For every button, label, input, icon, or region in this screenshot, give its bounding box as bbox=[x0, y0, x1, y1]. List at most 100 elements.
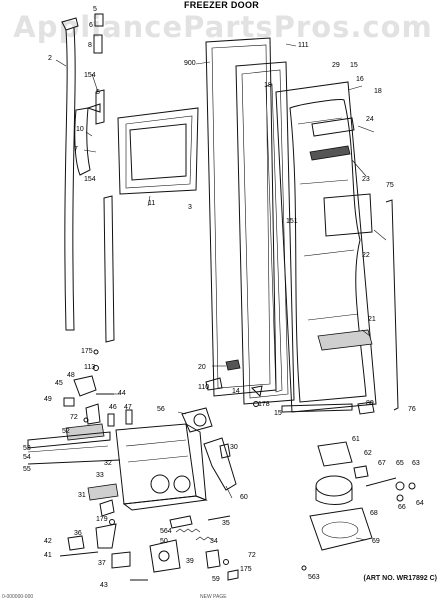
callout-154b: 154 bbox=[84, 176, 96, 183]
part-52-55-bracket bbox=[27, 423, 121, 465]
callout-30: 30 bbox=[230, 444, 238, 451]
callout-22: 22 bbox=[362, 252, 370, 259]
callout-175b: 175 bbox=[240, 566, 252, 573]
callout-21: 21 bbox=[368, 316, 376, 323]
part-24-23-shelves bbox=[309, 117, 355, 161]
callout-60: 60 bbox=[240, 494, 248, 501]
callout-563: 563 bbox=[308, 574, 320, 581]
callout-11: 11 bbox=[148, 200, 156, 207]
callout-64: 64 bbox=[416, 500, 424, 507]
callout-56: 56 bbox=[157, 406, 165, 413]
part-11-dispenser-frame bbox=[117, 107, 199, 195]
callout-179: 179 bbox=[96, 516, 108, 523]
callout-151: 151 bbox=[286, 218, 298, 225]
callout-154a: 154 bbox=[84, 72, 96, 79]
callout-54: 54 bbox=[23, 454, 31, 461]
callout-59: 59 bbox=[212, 576, 220, 583]
part-5-6-8-clips bbox=[93, 13, 105, 125]
callout-5: 5 bbox=[93, 6, 97, 13]
callout-6: 6 bbox=[89, 22, 93, 29]
part-46-47-72 bbox=[83, 409, 133, 427]
watermark: AppliancePartsPros.com bbox=[13, 10, 433, 44]
callout-36: 36 bbox=[74, 530, 82, 537]
diagram-title: FREEZER DOOR bbox=[183, 0, 260, 10]
door-liner bbox=[275, 81, 377, 413]
callout-47: 47 bbox=[124, 404, 132, 411]
callout-55: 55 bbox=[23, 466, 31, 473]
callout-34: 34 bbox=[210, 538, 218, 545]
part-68-motor bbox=[315, 475, 353, 505]
callout-80: 80 bbox=[366, 400, 374, 407]
callout-67: 67 bbox=[378, 460, 386, 467]
dispenser-housing bbox=[115, 423, 208, 511]
callout-50: 50 bbox=[160, 538, 168, 545]
part-30-screw bbox=[219, 443, 231, 459]
part-75-rod bbox=[385, 199, 399, 411]
part-34-35-springs bbox=[175, 515, 231, 541]
part-61-67-crusher bbox=[317, 441, 416, 502]
callout-3: 3 bbox=[188, 204, 192, 211]
callout-20: 20 bbox=[198, 364, 206, 371]
part-20-110-14-178 bbox=[205, 359, 263, 407]
part-69-housing bbox=[309, 507, 373, 551]
callout-72b: 72 bbox=[248, 552, 256, 559]
callout-15a: 15 bbox=[350, 62, 358, 69]
callout-72a: 72 bbox=[70, 414, 78, 421]
callout-45: 45 bbox=[55, 380, 63, 387]
callout-46: 46 bbox=[109, 404, 117, 411]
callout-10: 10 bbox=[76, 126, 84, 133]
part-900-door-panel bbox=[205, 37, 277, 397]
callout-42: 42 bbox=[44, 538, 52, 545]
part-21-shelf bbox=[317, 329, 373, 351]
callout-66: 66 bbox=[398, 504, 406, 511]
part-22-cover bbox=[323, 193, 373, 237]
part-175-113-screws bbox=[93, 349, 99, 371]
callout-2: 2 bbox=[48, 55, 52, 62]
callout-24: 24 bbox=[366, 116, 374, 123]
callout-111: 111 bbox=[298, 42, 309, 49]
callout-31: 31 bbox=[78, 492, 86, 499]
callout-178: 178 bbox=[258, 401, 270, 408]
callout-48: 48 bbox=[67, 372, 75, 379]
callout-18b: 18 bbox=[374, 88, 382, 95]
callout-41: 41 bbox=[44, 552, 52, 559]
callout-53: 53 bbox=[23, 445, 31, 452]
part-16-gasket bbox=[235, 61, 295, 405]
callout-32: 32 bbox=[104, 460, 112, 467]
callout-564: 564 bbox=[160, 528, 172, 535]
callout-61: 61 bbox=[352, 436, 360, 443]
callout-68: 68 bbox=[370, 510, 378, 517]
part-18-liner bbox=[265, 83, 283, 393]
callout-65: 65 bbox=[396, 460, 404, 467]
callout-63: 63 bbox=[412, 460, 420, 467]
part-60-bracket bbox=[203, 437, 237, 491]
callout-49: 49 bbox=[44, 396, 52, 403]
part-9-trim bbox=[103, 195, 115, 343]
part-31-grill bbox=[87, 483, 119, 501]
callout-35: 35 bbox=[222, 520, 230, 527]
callout-113: 113 bbox=[84, 364, 96, 371]
footer-left-text: 0-000000-000 bbox=[2, 594, 34, 600]
part-33-36-linkage bbox=[95, 499, 193, 549]
callout-33: 33 bbox=[96, 472, 104, 479]
callout-75: 75 bbox=[386, 182, 394, 189]
art-number: (ART NO. WR17892 C) bbox=[363, 575, 437, 582]
callout-76: 76 bbox=[408, 406, 416, 413]
callout-43: 43 bbox=[100, 582, 108, 589]
part-563-screw bbox=[301, 565, 307, 571]
callout-15b: 15 bbox=[274, 410, 282, 417]
part-2-gasket-strip bbox=[61, 17, 79, 331]
part-44-49-actuator bbox=[63, 375, 114, 425]
footer-center-text: NEW PAGE bbox=[200, 594, 227, 600]
part-76-80-hinge bbox=[281, 401, 375, 415]
part-59-72-175 bbox=[205, 549, 239, 581]
leader-lines bbox=[55, 43, 387, 541]
callout-37: 37 bbox=[98, 560, 106, 567]
callout-29: 29 bbox=[332, 62, 340, 69]
callout-23: 23 bbox=[362, 176, 370, 183]
callout-5b: 5 bbox=[96, 89, 100, 96]
part-10-handle bbox=[74, 103, 101, 176]
callout-62: 62 bbox=[364, 450, 372, 457]
